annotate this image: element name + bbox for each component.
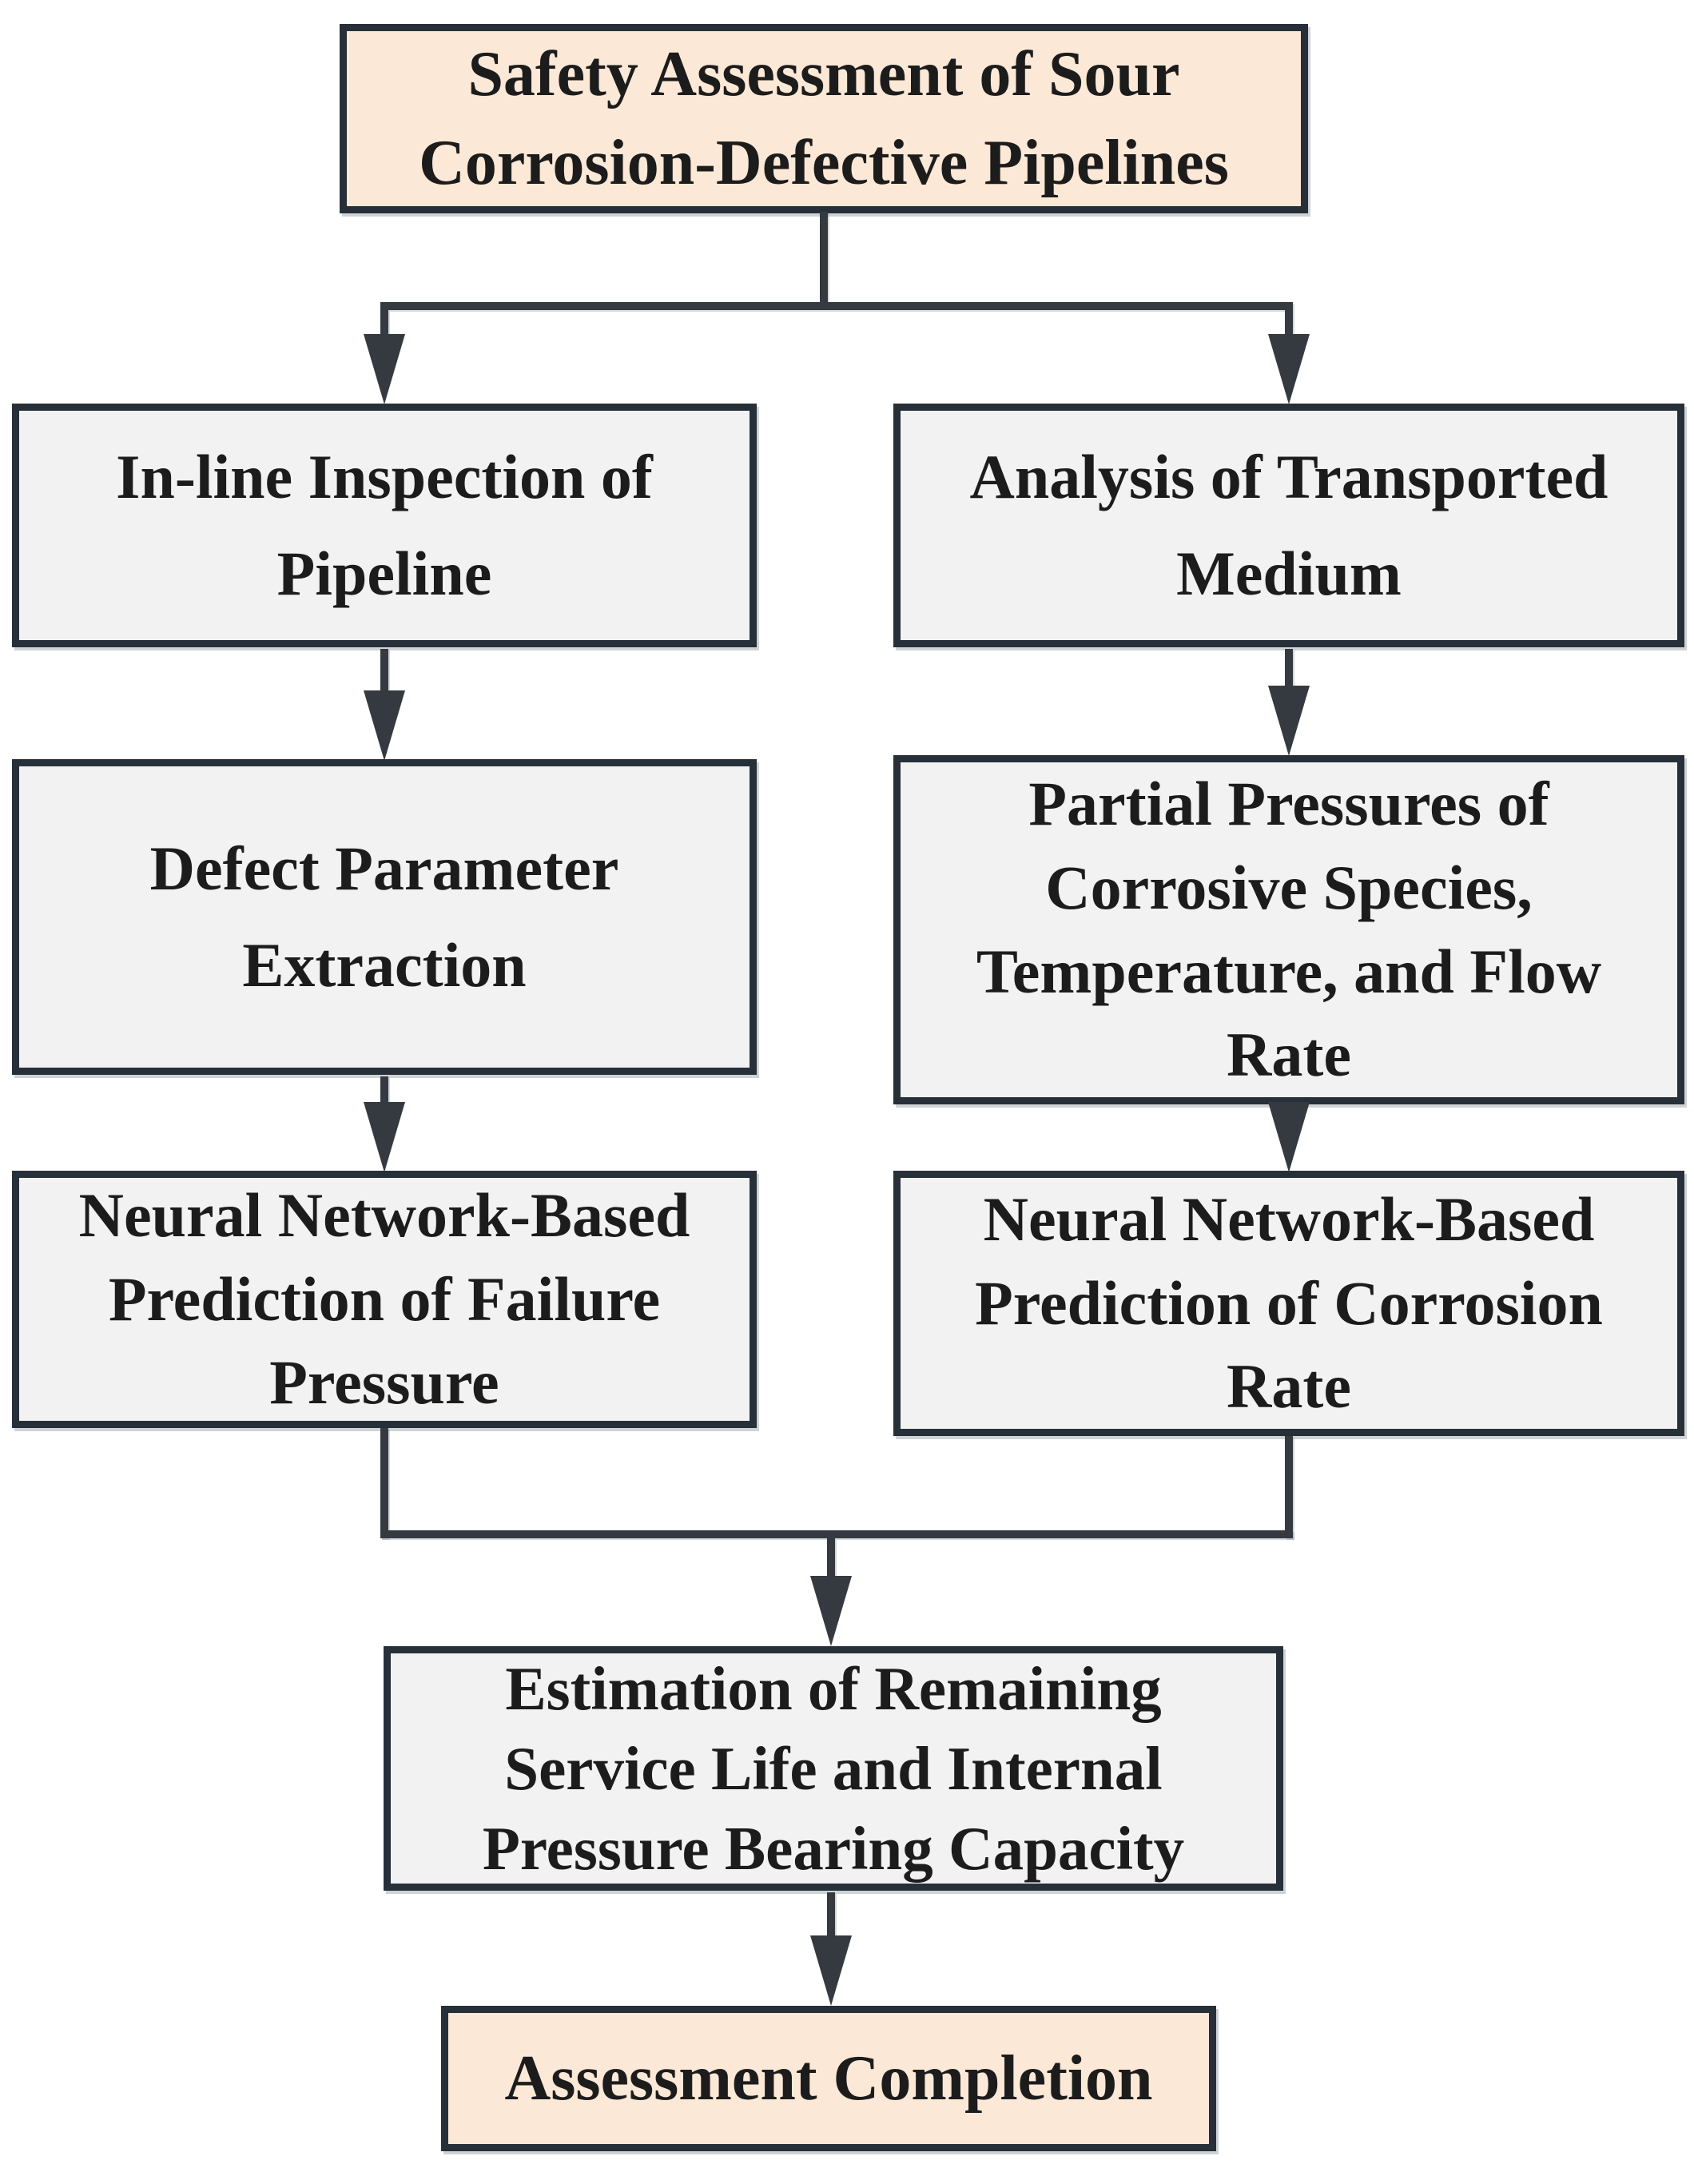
analysis-medium-node: Analysis of Transported Medium [893, 404, 1684, 647]
connector-estimation-to-completion [827, 1892, 835, 1940]
arrowhead-into-defect-extraction [364, 690, 405, 761]
connector-split-bar [380, 302, 1293, 310]
partial-pressures-node: Partial Pressures of Corrosive Species, … [893, 755, 1684, 1104]
estimation-node: Estimation of Remaining Service Life and… [384, 1646, 1283, 1891]
connector-merge-bar [380, 1530, 1293, 1538]
arrowhead-into-completion [810, 1935, 852, 2006]
connector-start-stem [820, 212, 828, 306]
arrowhead-into-estimation [810, 1576, 852, 1646]
completion-node: Assessment Completion [441, 2006, 1216, 2151]
arrowhead-into-analysis-medium [1268, 334, 1310, 404]
connector-inspection-to-defect [380, 649, 388, 697]
connector-merge-right [1285, 1436, 1293, 1538]
connector-defect-to-nn-left [380, 1076, 388, 1108]
inline-inspection-node: In-line Inspection of Pipeline [12, 404, 757, 647]
connector-left-branch [380, 310, 388, 342]
arrowhead-into-inline-inspection [364, 334, 405, 404]
connector-right-branch [1285, 310, 1293, 342]
arrowhead-into-nn-corrosion-rate [1268, 1102, 1310, 1172]
nn-corrosion-rate-node: Neural Network-Based Prediction of Corro… [893, 1171, 1684, 1436]
defect-extraction-node: Defect Parameter Extraction [12, 759, 757, 1075]
arrowhead-into-nn-failure-pressure [364, 1102, 405, 1172]
connector-merge-left [380, 1428, 388, 1538]
connector-analysis-to-pressures [1285, 649, 1293, 693]
connector-merge-stem [827, 1538, 835, 1580]
arrowhead-into-partial-pressures [1268, 686, 1310, 756]
start-node: Safety Assessment of Sour Corrosion-Defe… [340, 24, 1308, 213]
nn-failure-pressure-node: Neural Network-Based Prediction of Failu… [12, 1171, 757, 1428]
